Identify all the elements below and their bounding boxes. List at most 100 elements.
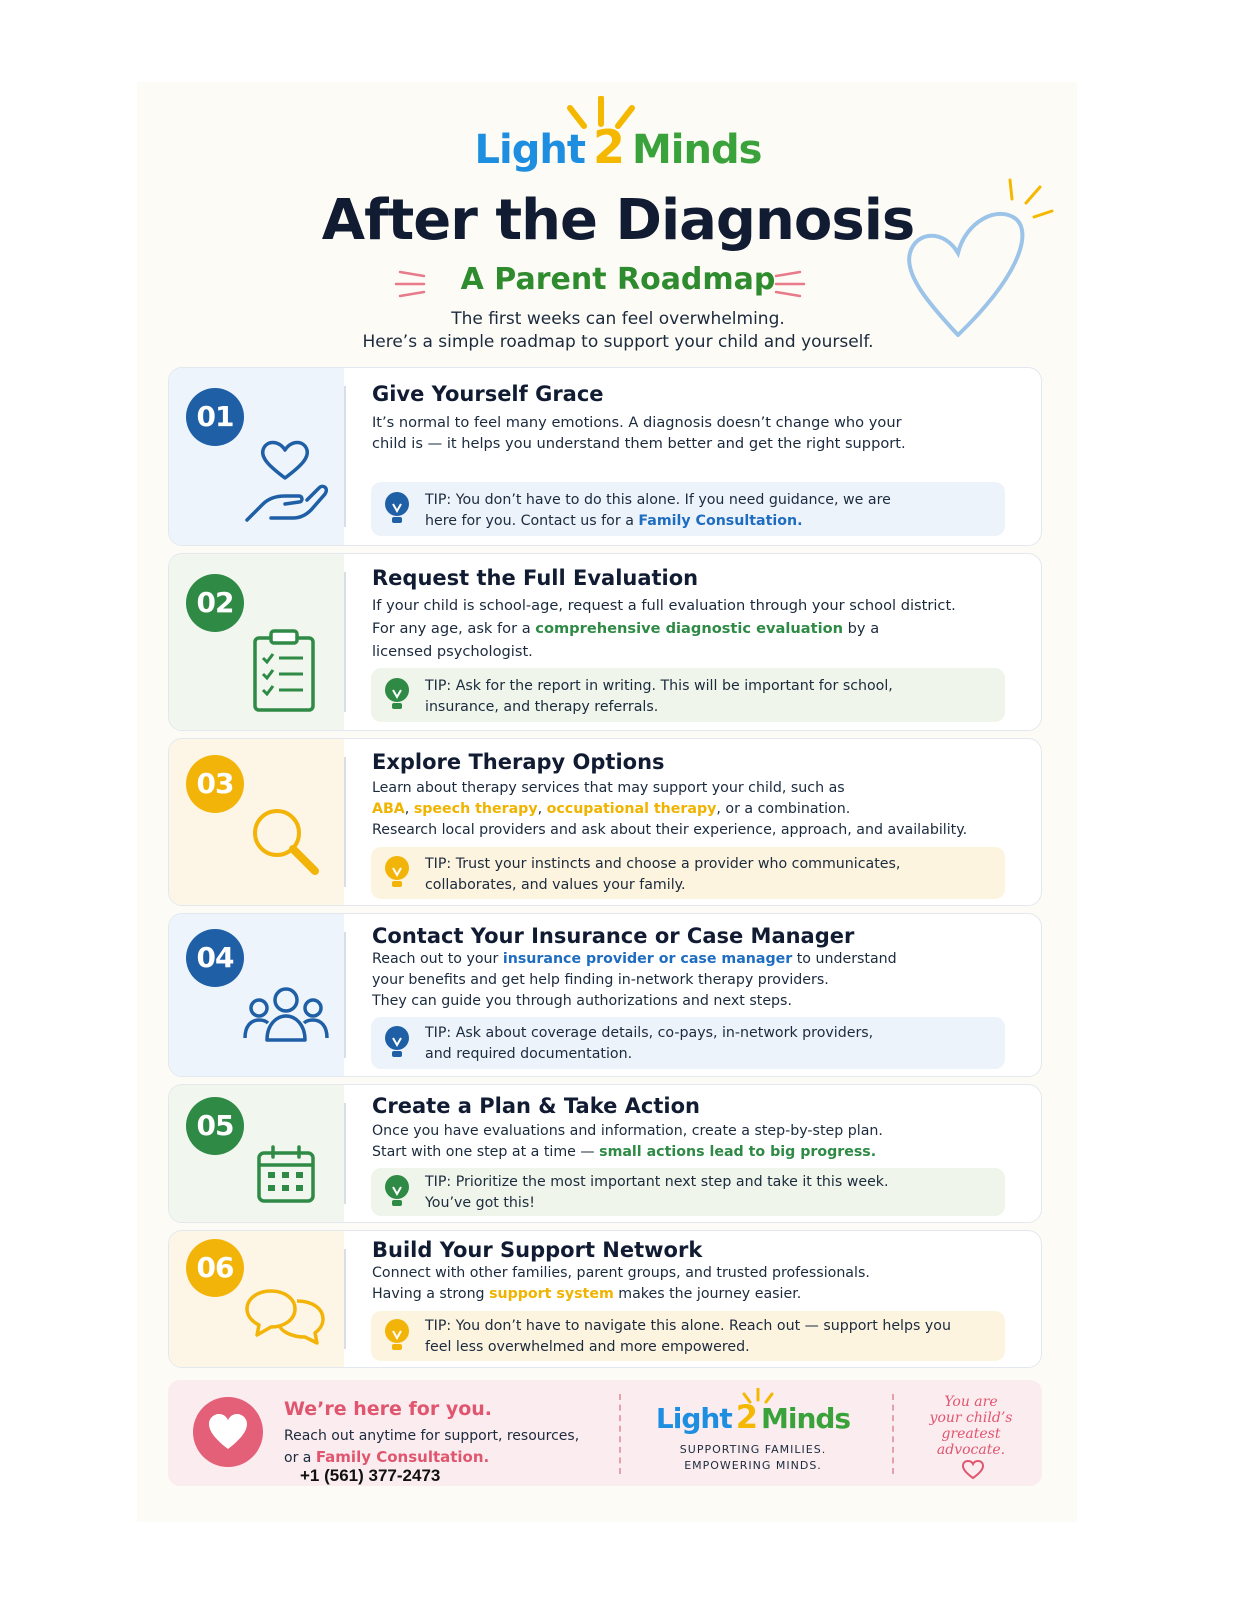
step-tip-text: TIP: Ask for the report in writing. This… <box>425 676 995 717</box>
body-text-part: by a <box>843 620 880 637</box>
step-body-line: Start with one step at a time — small ac… <box>372 1142 1012 1163</box>
step-body-line: If your child is school-age, request a f… <box>372 597 956 614</box>
step-number-badge: 03 <box>186 755 244 813</box>
tip-line: feel less overwhelmed and more empowered… <box>425 1338 750 1355</box>
brand-word-light: Light <box>655 1402 733 1435</box>
highlight-text: support system <box>489 1286 614 1302</box>
calendar-icon <box>257 1145 315 1203</box>
step-divider <box>344 757 346 887</box>
body-text-part: Start with one step at a time — <box>372 1144 600 1160</box>
step-body-line: your benefits and get help finding in-ne… <box>372 972 829 988</box>
script-line: You are <box>944 1394 998 1410</box>
step-divider <box>344 1103 346 1204</box>
script-line: advocate. <box>936 1442 1006 1458</box>
step-divider <box>344 386 346 527</box>
tip-line: You’ve got this! <box>425 1194 535 1211</box>
phone-number[interactable]: +1 (561) 377-2473 <box>300 1466 441 1485</box>
lightbulb-icon <box>385 856 409 887</box>
step-body-line: They can guide you through authorization… <box>372 993 792 1009</box>
step-card-4: 04 Contact Your Insurance or Case Manage… <box>168 913 1042 1077</box>
step-body-line: licensed psychologist. <box>372 643 533 660</box>
step-number-badge: 04 <box>186 929 244 987</box>
step-tip-text: TIP: Ask about coverage details, co-pays… <box>425 1023 995 1064</box>
family-consultation-link[interactable]: Family Consultation. <box>638 512 803 529</box>
heart-in-hand-icon <box>245 440 329 522</box>
footer-separator <box>619 1394 621 1474</box>
intro-line-2: Here’s a simple roadmap to support your … <box>362 332 874 352</box>
step-body-line: Research local providers and ask about t… <box>372 822 968 838</box>
lightbulb-icon <box>385 1319 409 1350</box>
body-text-part: For any age, ask for a <box>372 620 536 637</box>
highlight-text: ABA <box>372 801 405 817</box>
footer-separator <box>892 1394 894 1474</box>
step-card-6: 06 Build Your Support Network Connect wi… <box>168 1230 1042 1368</box>
step-tip-text: TIP: Trust your instincts and choose a p… <box>425 854 995 895</box>
tip-line: TIP: Ask about coverage details, co-pays… <box>425 1025 874 1041</box>
highlight-text: occupational therapy <box>546 801 717 817</box>
tip-line: TIP: Prioritize the most important next … <box>425 1174 889 1190</box>
highlight-text: small actions lead to big progress. <box>599 1144 877 1160</box>
step-body: Reach out to your insurance provider or … <box>372 949 1012 1012</box>
tip-line: TIP: Ask for the report in writing. This… <box>425 678 893 694</box>
step-body-text: It’s normal to feel many emotions. A dia… <box>372 414 906 452</box>
step-divider <box>344 1249 346 1349</box>
chat-bubbles-icon <box>245 1289 325 1345</box>
lightbulb-icon <box>385 678 409 709</box>
footer-body-line: or a Family Consultation. <box>284 1447 604 1469</box>
brand-word-light: Light <box>474 127 586 173</box>
tip-line: and required documentation. <box>425 1045 633 1062</box>
step-card-2: 02 Request the Full Evaluation If your c… <box>168 553 1042 731</box>
body-text-part: , or a combination. <box>716 801 851 817</box>
left-swish-icon <box>394 270 426 298</box>
footer-banner: We’re here for you. Reach out anytime fo… <box>168 1380 1042 1486</box>
page-title: After the Diagnosis <box>321 188 915 253</box>
body-text-part: Reach out to your <box>372 951 503 967</box>
step-tip: TIP: Ask for the report in writing. This… <box>371 668 1005 722</box>
page-subtitle: A Parent Roadmap <box>460 262 776 297</box>
tagline-line: SUPPORTING FAMILIES. <box>679 1443 827 1456</box>
step-tip: TIP: You don’t have to do this alone. If… <box>371 482 1005 536</box>
tip-text-part: TIP: You don’t have to do this alone. If… <box>425 492 891 529</box>
step-number-badge: 02 <box>186 574 244 632</box>
step-number-badge: 06 <box>186 1239 244 1297</box>
footer-body-line: Reach out anytime for support, resources… <box>284 1428 580 1444</box>
family-consultation-link[interactable]: Family Consultation. <box>315 1448 490 1466</box>
footer-tagline: SUPPORTING FAMILIES. EMPOWERING MINDS. <box>638 1442 868 1474</box>
step-title: Give Yourself Grace <box>372 382 604 406</box>
footer-heart-badge <box>193 1397 263 1467</box>
step-number-badge: 01 <box>186 388 244 446</box>
magnifying-glass-icon <box>253 809 319 875</box>
step-body-line: Once you have evaluations and informatio… <box>372 1123 883 1139</box>
step-card-3: 03 Explore Therapy Options Learn about t… <box>168 738 1042 906</box>
step-body: If your child is school-age, request a f… <box>372 594 1012 663</box>
step-tip: TIP: You don’t have to navigate this alo… <box>371 1311 1005 1361</box>
script-line: your child’s <box>929 1410 1013 1426</box>
step-tip-text: TIP: You don’t have to do this alone. If… <box>425 490 925 531</box>
step-body-line: For any age, ask for a comprehensive dia… <box>372 617 1012 640</box>
step-body-line: Having a strong support system makes the… <box>372 1284 1012 1305</box>
brand-number: 2 <box>592 120 625 174</box>
highlight-text: insurance provider or case manager <box>502 951 793 967</box>
step-body-line: ABA, speech therapy, occupational therap… <box>372 799 1032 820</box>
step-body: Connect with other families, parent grou… <box>372 1263 1012 1305</box>
highlight-text: speech therapy <box>413 801 538 817</box>
lightbulb-icon <box>385 1175 409 1206</box>
step-tip-text: TIP: Prioritize the most important next … <box>425 1172 995 1213</box>
step-body: It’s normal to feel many emotions. A dia… <box>372 412 912 454</box>
clipboard-checklist-icon <box>253 629 315 712</box>
lightbulb-icon <box>385 1026 409 1057</box>
body-text-part: to understand <box>792 951 897 967</box>
tip-line: TIP: Trust your instincts and choose a p… <box>425 856 901 872</box>
tip-line: collaborates, and values your family. <box>425 876 686 893</box>
body-text-part: makes the journey easier. <box>613 1286 802 1302</box>
outline-heart-icon <box>907 178 1054 337</box>
step-title: Request the Full Evaluation <box>372 566 699 590</box>
step-title: Create a Plan & Take Action <box>372 1094 700 1118</box>
step-title: Contact Your Insurance or Case Manager <box>372 924 855 948</box>
tip-line: insurance, and therapy referrals. <box>425 698 659 715</box>
step-tip: TIP: Trust your instincts and choose a p… <box>371 847 1005 899</box>
footer-sun-rays-icon <box>742 1388 774 1404</box>
body-text-part: , <box>537 801 547 817</box>
small-heart-icon <box>961 1460 985 1480</box>
